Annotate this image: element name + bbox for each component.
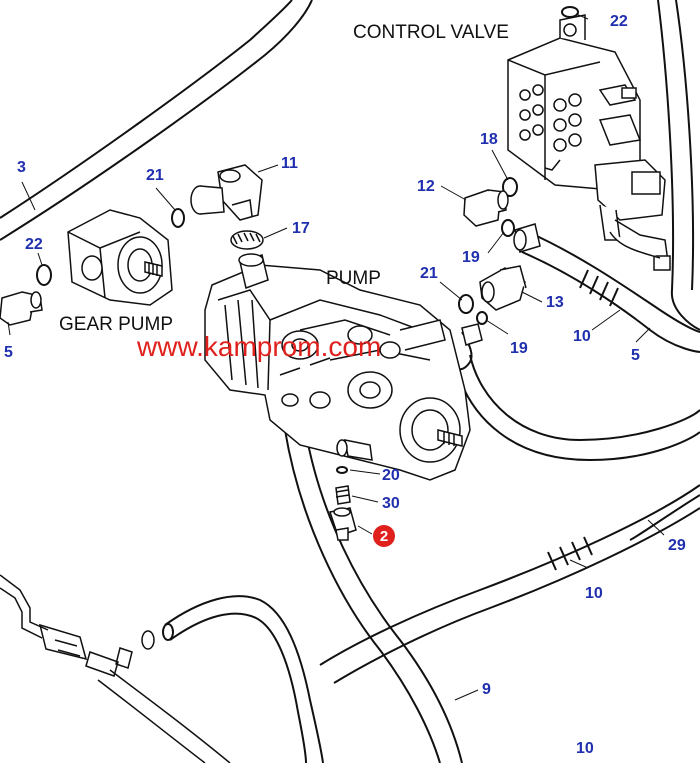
label-21-mid: 21 — [420, 265, 438, 282]
hose-end-upper — [513, 223, 541, 253]
leader-lines — [7, 13, 665, 701]
badge-circle — [373, 525, 395, 547]
hose-3 — [0, 0, 313, 241]
label-5-left: 5 — [4, 344, 13, 361]
hose-5-right — [657, 0, 700, 331]
o-ring-21-top — [171, 208, 185, 228]
control-valve — [507, 14, 671, 271]
label-13: 13 — [546, 294, 564, 311]
pipe-bottom-left — [0, 574, 231, 763]
o-ring-18 — [502, 177, 518, 197]
label-11: 11 — [281, 155, 298, 172]
hose-10-upper — [521, 231, 700, 353]
label-17: 17 — [292, 220, 310, 237]
pump-title: PUMP — [326, 268, 381, 289]
o-ring-21-mid — [458, 294, 474, 314]
fitting-11 — [190, 164, 263, 221]
label-19-upper: 19 — [462, 249, 480, 266]
o-ring-22-left — [36, 264, 52, 286]
label-30: 30 — [382, 495, 400, 512]
highlight-badge-2: 2 — [373, 525, 395, 547]
label-29: 29 — [668, 537, 686, 554]
control-valve-title: CONTROL VALVE — [353, 22, 509, 43]
label-3: 3 — [17, 159, 26, 176]
clamp-17 — [230, 230, 264, 250]
sensor-2 — [329, 507, 357, 541]
gear-pump — [67, 209, 173, 306]
label-21-top: 21 — [146, 167, 164, 184]
o-ring-22-top — [561, 6, 579, 18]
o-ring-19-upper — [501, 219, 515, 237]
hose-10-lower — [449, 331, 700, 462]
hose-9 — [284, 427, 463, 763]
label-2: 2 — [380, 528, 388, 545]
main-pump — [204, 253, 471, 481]
hose-bottom-left — [162, 595, 324, 763]
fitting-5-left — [0, 291, 43, 326]
label-20: 20 — [382, 467, 400, 484]
label-22-left: 22 — [25, 236, 43, 253]
label-10-upper: 10 — [573, 328, 591, 345]
label-22-top: 22 — [610, 13, 628, 30]
label-12: 12 — [417, 178, 435, 195]
part-labels: 22 3 21 11 18 12 17 22 19 21 13 10 5 19 … — [4, 13, 686, 757]
o-ring-19-lower — [476, 311, 488, 325]
label-5-right: 5 — [631, 347, 640, 364]
hose-29 — [319, 484, 700, 684]
o-ring-20 — [336, 466, 348, 474]
gear-pump-title: GEAR PUMP — [59, 314, 173, 335]
label-9: 9 — [482, 681, 491, 698]
plug-30 — [335, 485, 351, 505]
fitting-12 — [463, 189, 509, 227]
label-19-lower: 19 — [510, 340, 528, 357]
fitting-hose-lower-end — [461, 323, 483, 346]
label-10-mid: 10 — [585, 585, 603, 602]
label-18: 18 — [480, 131, 498, 148]
fitting-13 — [479, 265, 527, 311]
watermark-text: www.kamprom.com — [136, 331, 381, 362]
label-10-bottom: 10 — [576, 740, 594, 757]
